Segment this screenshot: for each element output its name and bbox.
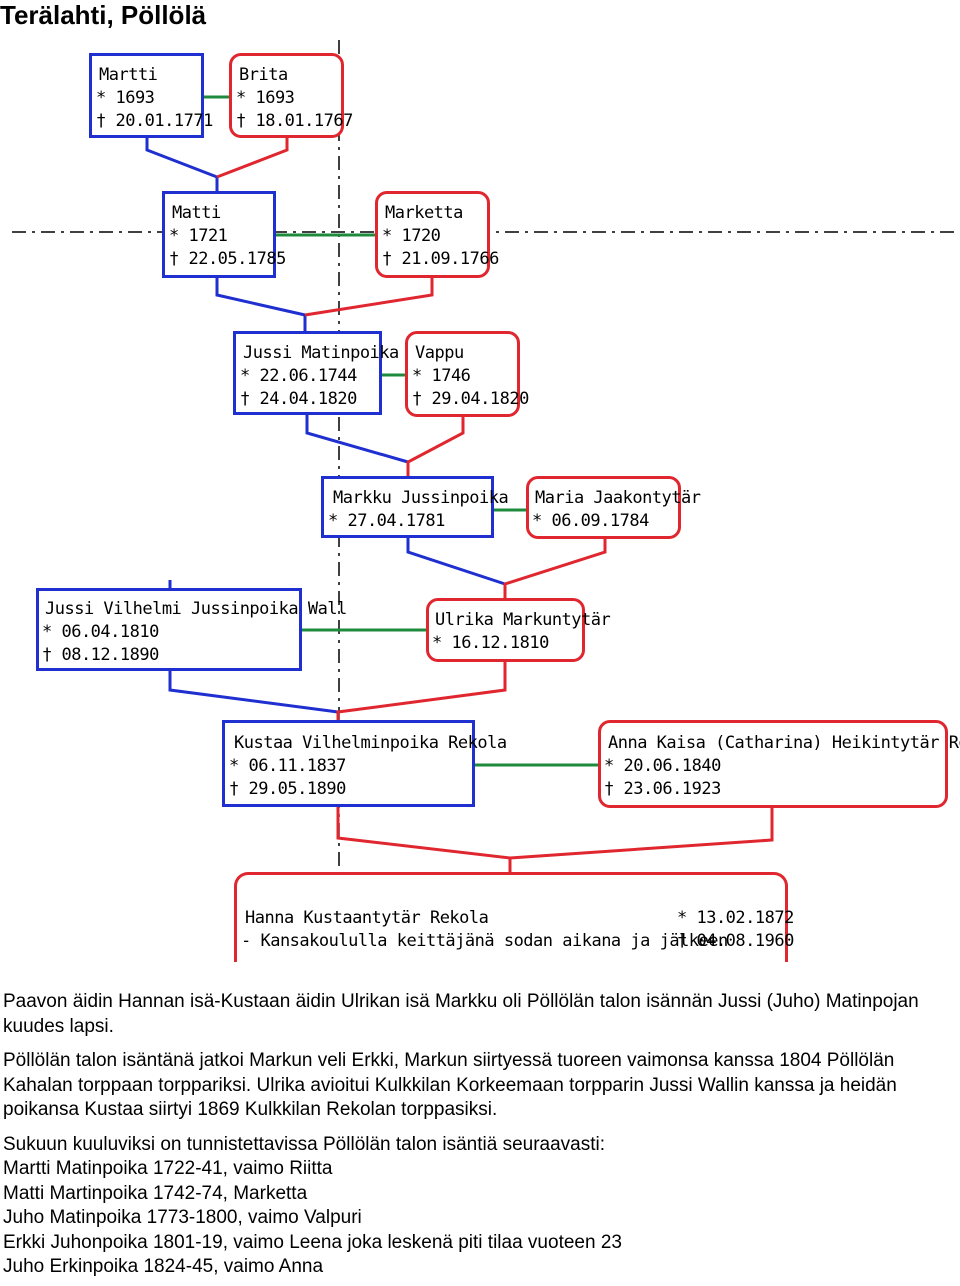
birth-date: * 1746 [412,366,471,386]
death-date: † 23.06.1923 [604,779,721,799]
descent-line-anna [509,808,774,860]
birth-date: * 1721 [169,226,228,246]
descent-line-jussi [305,413,409,464]
host-item: Juho Matinpoika 1773-1800, vaimo Valpuri [3,1207,362,1228]
death-date: † 21.09.1766 [382,249,499,269]
death-date: † 24.04.1820 [240,389,357,409]
birth-date: * 06.04.1810 [42,622,159,642]
person-box-marketta[interactable]: Marketta * 1720 † 21.09.1766 [375,191,499,278]
host-item: Juho Erkinpoika 1824-45, vaimo Anna [3,1256,324,1277]
descent-line-kustaa [336,807,512,872]
descent-line-markku [406,537,506,586]
person-box-ulrika-markuntytar[interactable]: Ulrika Markuntytär * 16.12.1810 [426,598,611,662]
birth-date: * 1693 [236,88,295,108]
descent-line-matti [215,277,307,333]
host-item: Matti Martinpoika 1742-74, Marketta [3,1182,308,1204]
death-date: † 18.01.1767 [236,111,353,131]
birth-date: * 1720 [382,226,441,246]
birth-date: * 06.11.1837 [229,756,346,776]
host-item: Martti Matinpoika 1722-41, vaimo Riitta [3,1158,333,1179]
death-date: † 20.01.1771 [96,111,213,131]
person-name: Ulrika Markuntytär [435,610,611,630]
person-name: Markku Jussinpoika [333,488,509,508]
descent-line-marketta [304,277,434,317]
descent-line-ulrika [336,661,507,722]
person-name: Kustaa Vilhelminpoika Rekola [234,733,507,753]
birth-date: * 16.12.1810 [432,633,549,653]
person-name: Vappu [415,343,464,363]
person-box-matti[interactable]: Matti * 1721 † 22.05.1785 [162,191,286,278]
person-name: Jussi Matinpoika [243,343,399,363]
birth-date: * 27.04.1781 [328,511,445,531]
descent-line-vappu [406,417,465,477]
person-name: Brita [239,65,288,85]
descent-line-brita [216,137,289,179]
person-note: - Kansakoululla keittäjänä sodan aikana … [241,931,728,951]
birth-date: * 20.06.1840 [604,756,721,776]
birth-date: * 1693 [96,88,155,108]
descent-line-wall [168,670,339,714]
person-name: Marketta [385,203,463,223]
person-name: Hanna Kustaantytär Rekola [245,908,489,928]
death-date: † 04.08.1960 [677,931,794,951]
person-name: Maria Jaakontytär [535,488,701,508]
person-box-jussi-matinpoika[interactable]: Jussi Matinpoika * 22.06.1744 † 24.04.18… [233,331,399,415]
death-date: † 08.12.1890 [42,645,159,665]
person-box-martti[interactable]: Martti * 1693 † 20.01.1771 [89,53,213,138]
host-item: Erkki Juhonpoika 1801-19, vaimo Leena jo… [3,1231,622,1253]
person-box-brita[interactable]: Brita * 1693 † 18.01.1767 [229,53,353,138]
death-date: † 29.05.1890 [229,779,346,799]
person-box-maria-jaakontytar[interactable]: Maria Jaakontytär * 06.09.1784 [526,476,701,539]
paragraph-lineage: Paavon äidin Hannan isä-Kustaan äidin Ul… [3,991,919,1037]
person-box-markku-jussinpoika[interactable]: Markku Jussinpoika * 27.04.1781 [321,476,509,538]
family-tree-connectors [12,40,960,872]
person-name: Martti [99,65,158,85]
death-date: † 29.04.1820 [412,389,529,409]
person-name: Jussi Vilhelmi Jussinpoika Wall [45,599,347,619]
person-box-jussi-vilhelmi-wall[interactable]: Jussi Vilhelmi Jussinpoika Wall * 06.04.… [36,588,347,671]
death-date: † 22.05.1785 [169,249,286,269]
birth-date: * 06.09.1784 [532,511,649,531]
birth-date: * 22.06.1744 [240,366,357,386]
paragraph-history: Pöllölän talon isäntänä jatkoi Markun ve… [3,1050,897,1120]
person-box-vappu[interactable]: Vappu * 1746 † 29.04.1820 [405,331,529,417]
narrative-text: Paavon äidin Hannan isä-Kustaan äidin Ul… [3,990,953,1280]
paragraph-hosts-intro: Sukuun kuuluviksi on tunnistettavissa Pö… [3,1133,606,1155]
page-title: Terälahti, Pöllölä [0,0,207,30]
person-name: Anna Kaisa (Catharina) Heikintytär Rekol… [608,733,960,753]
person-box-kustaa-rekola[interactable]: Kustaa Vilhelminpoika Rekola * 06.11.183… [222,720,507,807]
descent-line-martti [145,137,219,192]
person-name: Matti [172,203,221,223]
person-box-hanna-rekola[interactable]: Hanna Kustaantytär Rekola - Kansakoulull… [234,872,794,962]
descent-line-maria [503,539,607,599]
person-box-anna-kaisa-rekola[interactable]: Anna Kaisa (Catharina) Heikintytär Rekol… [598,720,960,808]
birth-date: * 13.02.1872 [677,908,794,928]
